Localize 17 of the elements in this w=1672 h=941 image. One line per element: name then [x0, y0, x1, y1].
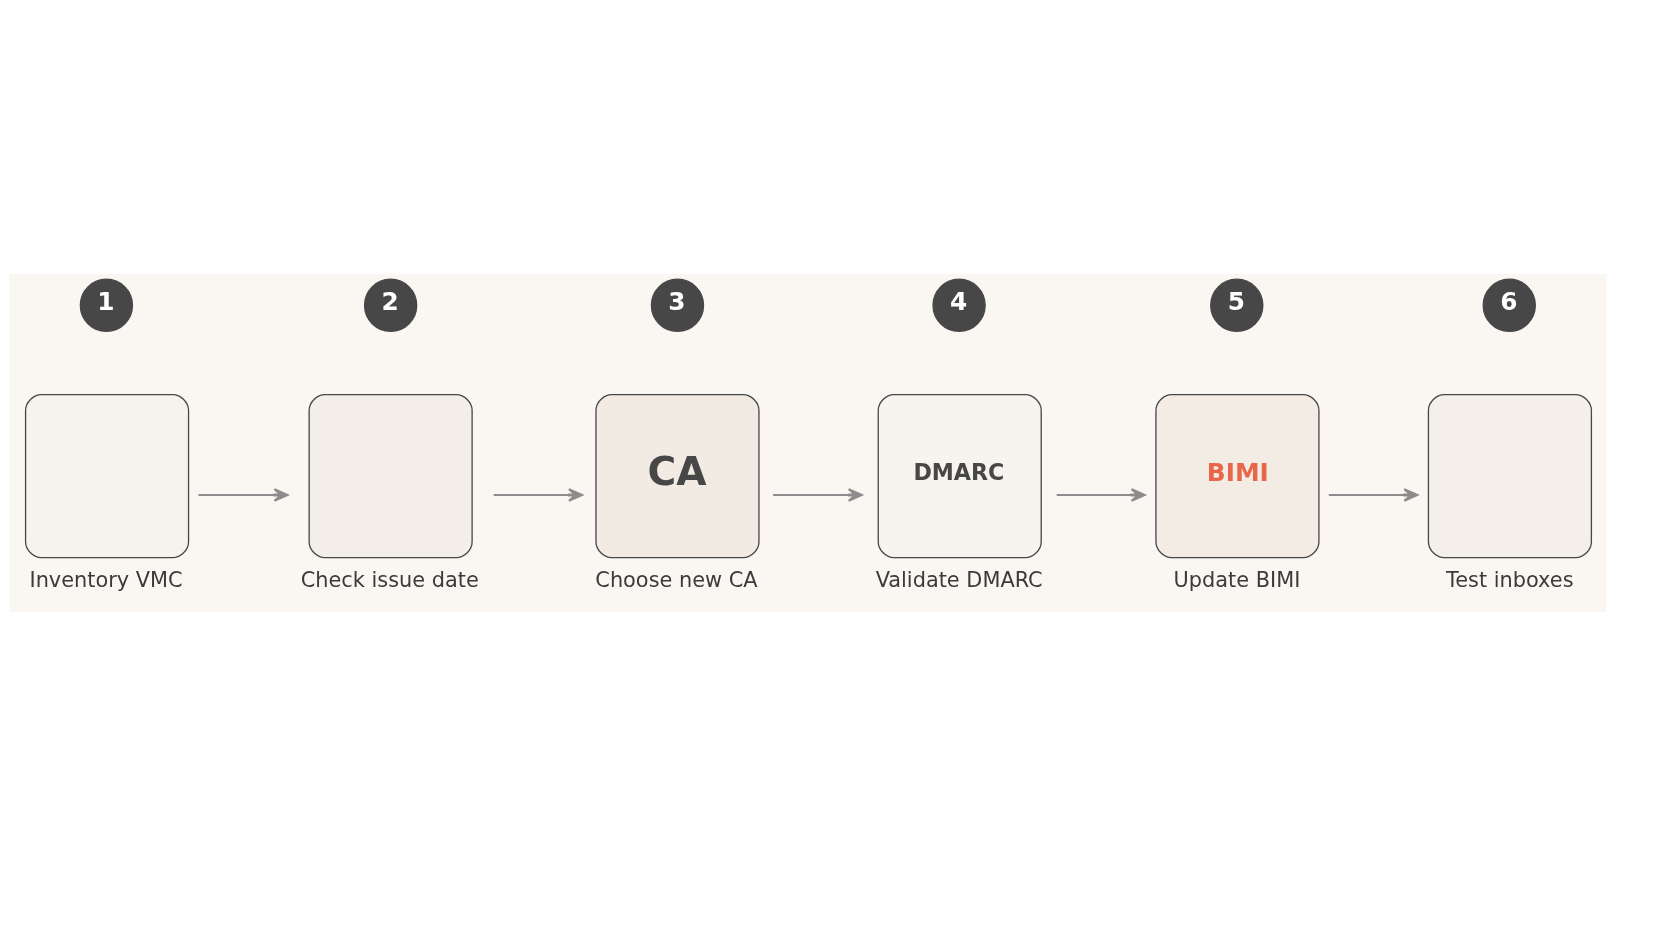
- node-circle: 3: [650, 278, 705, 332]
- arrow: [773, 487, 863, 502]
- node-circle: 5: [1210, 278, 1264, 332]
- arrow: [1328, 487, 1419, 502]
- node-circle: 4: [932, 278, 986, 332]
- node-circle: 1: [79, 278, 134, 332]
- arrow: [1056, 487, 1146, 502]
- node-circle: 2: [363, 278, 418, 332]
- arrow: [198, 487, 289, 502]
- node-label: Choose new CA: [595, 567, 758, 592]
- node-label: Validate DMARC: [875, 567, 1043, 592]
- node-label: Update BIMI: [1173, 567, 1301, 592]
- arrow: [493, 487, 584, 502]
- node-label: Check issue date: [300, 567, 479, 592]
- node-label: Inventory VMC: [29, 567, 183, 592]
- node-circle: 6: [1482, 278, 1536, 332]
- node-label: Test inboxes: [1446, 567, 1574, 592]
